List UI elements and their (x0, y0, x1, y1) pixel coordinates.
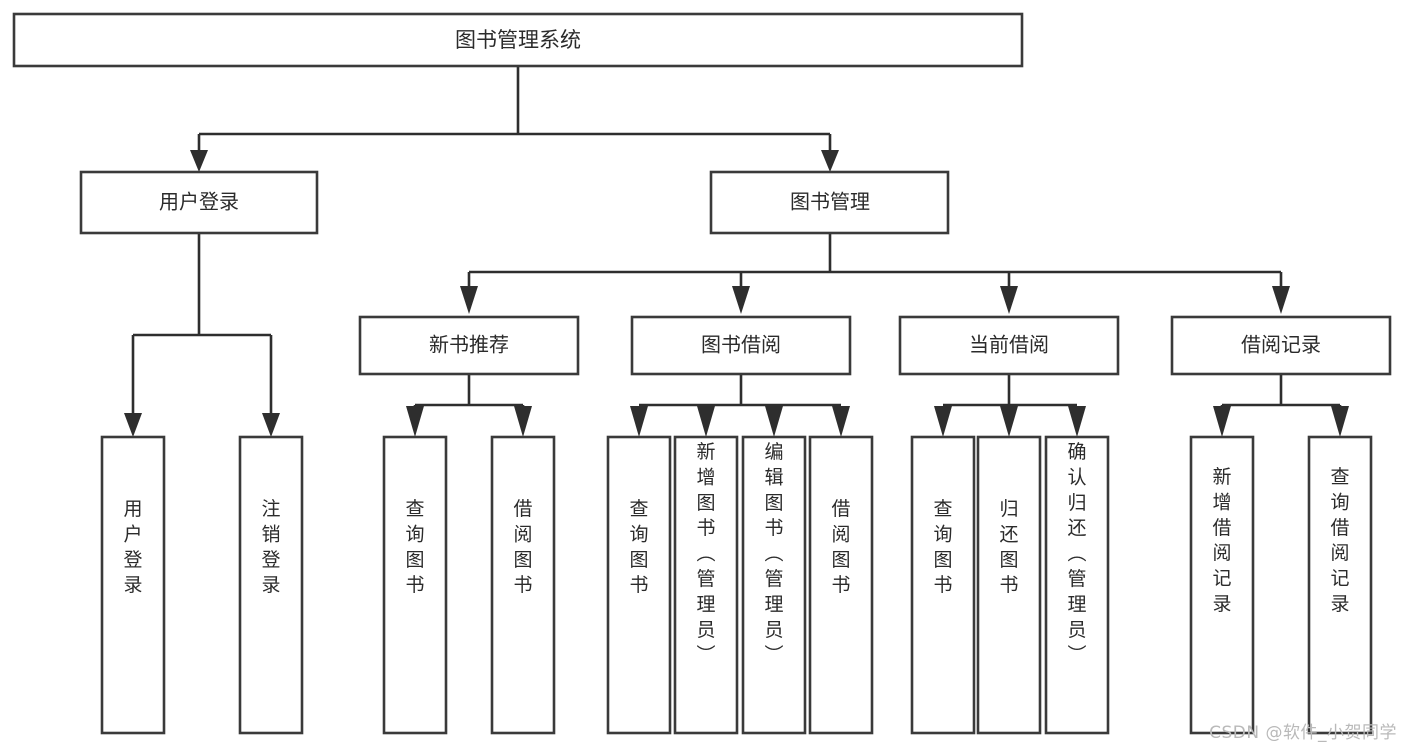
node-leaf-query-record-box[interactable] (1307, 435, 1373, 735)
arrowhead-leaf-query-record (1331, 406, 1349, 437)
node-leaf-logout-login-label: 注销登录 (261, 498, 280, 596)
arrowhead-leaf-query-book-2 (630, 406, 648, 437)
arrowhead-leaf-add-record (1213, 406, 1231, 437)
node-leaf-confirm-return-box[interactable] (1044, 435, 1110, 735)
connector-group-borrow-record (1213, 374, 1349, 437)
connector-group-user-login (124, 233, 280, 437)
node-leaf-query-record-label: 查询借阅记录 (1330, 466, 1349, 615)
connector-group-current-borrow (934, 374, 1086, 437)
node-leaf-edit-book[interactable]: 编辑图书︵管理员︶ (741, 435, 807, 735)
node-leaf-borrow-book-1[interactable]: 借阅图书 (490, 435, 556, 735)
node-new-book-recommend-box[interactable] (358, 315, 580, 376)
node-leaf-edit-book-label: 编辑图书︵管理员︶ (764, 441, 783, 666)
arrowhead-book-manage (821, 150, 839, 172)
node-leaf-query-book-1[interactable]: 查询图书 (382, 435, 448, 735)
node-leaf-borrow-book-1-label: 借阅图书 (513, 498, 532, 596)
node-user-login-label: 用户登录 (159, 190, 239, 214)
arrowhead-current-borrow (1000, 286, 1018, 314)
node-leaf-borrow-book-2-label: 借阅图书 (831, 498, 850, 596)
arrowhead-new-book-recommend (460, 286, 478, 314)
node-leaf-add-record-box[interactable] (1189, 435, 1255, 735)
arrowhead-leaf-logout-login (262, 413, 280, 437)
node-leaf-query-book-2-label: 查询图书 (629, 498, 648, 596)
node-book-manage-label: 图书管理 (790, 190, 870, 214)
arrowhead-leaf-user-login (124, 413, 142, 437)
arrowhead-leaf-borrow-book-2 (832, 406, 850, 437)
node-leaf-logout-login-box[interactable] (238, 435, 304, 735)
node-leaf-borrow-book-2[interactable]: 借阅图书 (808, 435, 874, 735)
arrowhead-leaf-borrow-book-1 (514, 406, 532, 437)
node-leaf-user-login[interactable]: 用户登录 (100, 435, 166, 735)
node-leaf-user-login-label: 用户登录 (123, 498, 142, 596)
node-borrow-record-box[interactable] (1170, 315, 1392, 376)
arrowhead-leaf-return-book (1000, 406, 1018, 437)
node-leaf-query-book-3[interactable]: 查询图书 (910, 435, 976, 735)
node-leaf-query-book-1-label: 查询图书 (405, 498, 424, 596)
connector-group-book-borrow (630, 374, 850, 437)
node-leaf-confirm-return[interactable]: 确认归还︵管理员︶ (1044, 435, 1110, 735)
node-current-borrow-label: 当前借阅 (969, 333, 1049, 357)
node-leaf-query-record[interactable]: 查询借阅记录 (1307, 435, 1373, 735)
node-new-book-recommend[interactable]: 新书推荐 (358, 315, 580, 376)
node-leaf-add-record[interactable]: 新增借阅记录 (1189, 435, 1255, 735)
arrowhead-book-borrow (732, 286, 750, 314)
node-borrow-record-label: 借阅记录 (1241, 333, 1321, 357)
node-book-borrow[interactable]: 图书借阅 (630, 315, 852, 376)
arrowhead-leaf-edit-book (765, 406, 783, 437)
node-leaf-query-book-3-label: 查询图书 (933, 498, 952, 596)
node-leaf-logout-login[interactable]: 注销登录 (238, 435, 304, 735)
arrowhead-leaf-add-book (697, 406, 715, 437)
node-root-label: 图书管理系统 (455, 28, 581, 52)
node-leaf-add-book-label: 新增图书︵管理员︶ (696, 441, 715, 666)
node-user-login[interactable]: 用户登录 (79, 170, 319, 235)
node-leaf-add-record-label: 新增借阅记录 (1212, 466, 1231, 615)
node-leaf-add-book-box[interactable] (673, 435, 739, 735)
node-leaf-query-book-3-box[interactable] (910, 435, 976, 735)
node-leaf-add-book[interactable]: 新增图书︵管理员︶ (673, 435, 739, 735)
node-leaf-borrow-book-1-box[interactable] (490, 435, 556, 735)
node-user-login-box[interactable] (79, 170, 319, 235)
node-book-manage[interactable]: 图书管理 (709, 170, 950, 235)
arrowhead-leaf-confirm-return (1068, 406, 1086, 437)
node-leaf-return-book[interactable]: 归还图书 (976, 435, 1042, 735)
node-borrow-record[interactable]: 借阅记录 (1170, 315, 1392, 376)
arrowhead-leaf-query-book-1 (406, 406, 424, 437)
node-leaf-return-book-box[interactable] (976, 435, 1042, 735)
node-current-borrow-box[interactable] (898, 315, 1120, 376)
node-current-borrow[interactable]: 当前借阅 (898, 315, 1120, 376)
node-leaf-confirm-return-label: 确认归还︵管理员︶ (1067, 441, 1086, 666)
node-leaf-borrow-book-2-box[interactable] (808, 435, 874, 735)
arrowhead-user-login (190, 150, 208, 172)
arrowhead-leaf-query-book-3 (934, 406, 952, 437)
node-root[interactable]: 图书管理系统 (12, 12, 1024, 68)
node-leaf-query-book-2[interactable]: 查询图书 (606, 435, 672, 735)
node-new-book-recommend-label: 新书推荐 (429, 333, 509, 357)
node-leaf-user-login-box[interactable] (100, 435, 166, 735)
connector-group-book-manage (460, 233, 1290, 314)
node-leaf-query-book-2-box[interactable] (606, 435, 672, 735)
arrowhead-borrow-record (1272, 286, 1290, 314)
node-leaf-return-book-label: 归还图书 (999, 498, 1018, 596)
node-leaf-query-book-1-box[interactable] (382, 435, 448, 735)
connector-group-root (190, 66, 839, 172)
node-book-borrow-box[interactable] (630, 315, 852, 376)
connector-group-new-book-recommend (406, 374, 532, 437)
node-book-manage-box[interactable] (709, 170, 950, 235)
node-leaf-edit-book-box[interactable] (741, 435, 807, 735)
node-book-borrow-label: 图书借阅 (701, 333, 781, 357)
node-root-box[interactable] (12, 12, 1024, 68)
